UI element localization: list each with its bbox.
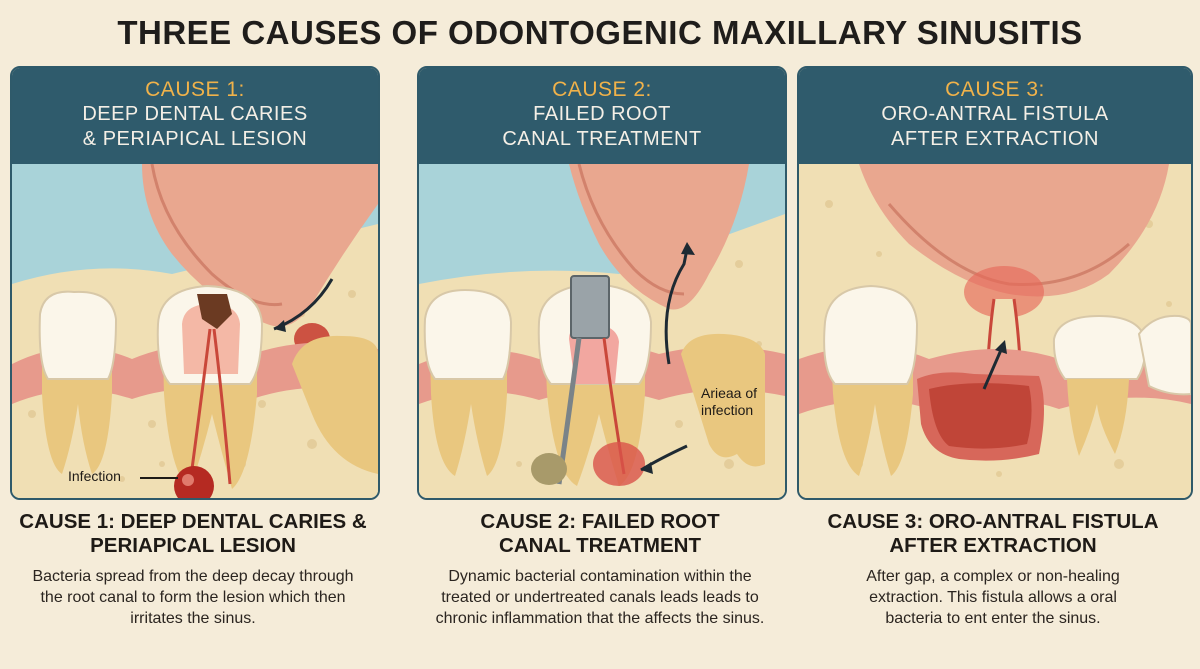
callout-line-2: infection: [701, 402, 754, 418]
callout-area-of-infection: Arieaa of infection: [701, 385, 757, 419]
caption-title: CAUSE 2: FAILED ROOT CANAL TREATMENT: [480, 510, 720, 557]
panel-header-number: CAUSE 3:: [945, 78, 1045, 101]
panel-header-cause-2: CAUSE 2: FAILED ROOT CANAL TREATMENT: [419, 68, 785, 164]
panel-header-line-1: FAILED ROOT: [533, 103, 671, 125]
panel-header-line-1: DEEP DENTAL CARIES: [82, 103, 308, 125]
panel-header-line-2: AFTER EXTRACTION: [890, 128, 1099, 150]
callout-infection: Infection: [68, 468, 121, 484]
panel-cause-2: CAUSE 2: FAILED ROOT CANAL TREATMENT: [417, 66, 787, 500]
panel-header-line-2: CANAL TREATMENT: [502, 128, 702, 150]
illustration-cause-2: [419, 164, 785, 498]
panel-header-cause-1: CAUSE 1: DEEP DENTAL CARIES & PERIAPICAL…: [12, 68, 378, 164]
caption-cause-2: CAUSE 2: FAILED ROOT CANAL TREATMENT Dyn…: [405, 510, 795, 629]
caption-body: After gap, a complex or non-healing extr…: [866, 568, 1120, 627]
caption-title: CAUSE 3: ORO-ANTRAL FISTULA AFTER EXTRAC…: [827, 510, 1159, 557]
panel-header-line-1: ORO-ANTRAL FISTULA: [881, 103, 1109, 125]
illustration-cause-1: [12, 164, 378, 498]
page-title: THREE CAUSES OF ODONTOGENIC MAXILLARY SI…: [117, 14, 1083, 51]
caption-cause-3: CAUSE 3: ORO-ANTRAL FISTULA AFTER EXTRAC…: [798, 510, 1188, 629]
panel-header-number: CAUSE 1:: [145, 78, 245, 101]
panel-header-line-2: & PERIAPICAL LESION: [82, 128, 308, 150]
panel-header-cause-3: CAUSE 3: ORO-ANTRAL FISTULA AFTER EXTRAC…: [799, 68, 1191, 164]
panel-cause-1: CAUSE 1: DEEP DENTAL CARIES & PERIAPICAL…: [10, 66, 380, 500]
caption-title: CAUSE 1: DEEP DENTAL CARIES & PERIAPICAL…: [19, 510, 367, 557]
panel-cause-3: CAUSE 3: ORO-ANTRAL FISTULA AFTER EXTRAC…: [797, 66, 1193, 500]
caption-cause-1: CAUSE 1: DEEP DENTAL CARIES & PERIAPICAL…: [0, 510, 388, 629]
panel-header-number: CAUSE 2:: [552, 78, 652, 101]
callout-line-1: Arieaa of: [701, 385, 758, 401]
caption-body: Dynamic bacterial contamination within t…: [435, 568, 765, 627]
illustration-cause-3: [799, 164, 1191, 498]
caption-body: Bacteria spread from the deep decay thro…: [32, 568, 354, 627]
